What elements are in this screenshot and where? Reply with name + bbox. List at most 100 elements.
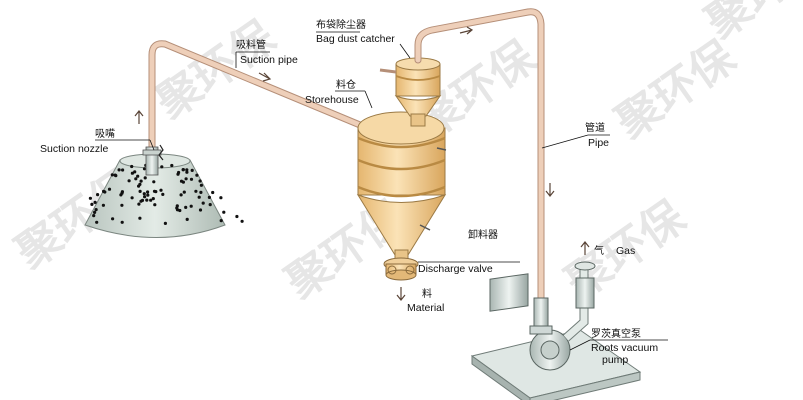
material-particle (175, 206, 179, 210)
arrow-down-icon (545, 183, 555, 197)
material-particle (185, 217, 189, 221)
bag-dust-catcher (379, 57, 442, 127)
material-particle (142, 167, 147, 171)
material-particle (184, 205, 188, 209)
arrow-down-icon (396, 287, 406, 301)
label-discharge-zh: 卸料器 (468, 228, 498, 241)
material-particle (101, 203, 105, 207)
label-bag-catcher-zh: 布袋除尘器 (316, 18, 366, 31)
material-particle (199, 183, 203, 187)
svg-text:聚环保: 聚环保 (146, 11, 285, 130)
arrow-up-icon (134, 110, 144, 124)
label-gas-en: Gas (616, 245, 635, 257)
material-particle (235, 214, 239, 219)
material-particle (177, 170, 181, 175)
material-particle (211, 190, 215, 195)
material-particle (102, 189, 106, 193)
material-particle (130, 196, 134, 200)
material-particle (143, 195, 147, 199)
label-material-en: Material (407, 302, 444, 314)
material-particle (94, 208, 98, 212)
material-particle (120, 203, 124, 207)
material-particle (179, 179, 184, 183)
material-particle (93, 200, 97, 204)
material-particle (189, 204, 193, 208)
material-particle (208, 203, 212, 207)
material-particle (120, 191, 124, 195)
label-suction-pipe-zh: 吸料管 (236, 38, 266, 51)
label-storehouse-en: Storehouse (305, 94, 359, 106)
material-particle (189, 177, 194, 181)
material-particle (163, 221, 167, 225)
material-particle (182, 190, 186, 194)
label-material-zh: 料 (422, 287, 432, 300)
material-particle (160, 165, 164, 169)
material-particle (143, 176, 147, 180)
material-particle (198, 179, 202, 183)
material-particle (190, 168, 194, 172)
material-particle (170, 163, 174, 168)
material-particle (134, 177, 138, 181)
material-particle (139, 179, 143, 183)
pipe (414, 8, 545, 309)
material-particle (130, 171, 134, 175)
material-particle (179, 193, 183, 197)
material-particle (113, 173, 117, 177)
roots-vacuum-pump (470, 261, 642, 400)
material-particle (120, 220, 124, 224)
material-particle (138, 182, 142, 186)
material-particle (130, 164, 134, 169)
material-particle (152, 180, 156, 184)
material-particle (95, 220, 99, 224)
material-particle (111, 217, 115, 221)
material-particle (117, 168, 121, 172)
material-particle (161, 192, 165, 196)
label-pipe-zh: 管道 (585, 121, 605, 134)
label-suction-nozzle-en: Suction nozzle (40, 143, 108, 155)
material-particle (198, 208, 203, 212)
label-pump-zh: 罗茨真空泵 (591, 327, 641, 340)
material-particle (138, 189, 142, 193)
material-particle (93, 210, 97, 214)
material-particle (146, 190, 150, 194)
material-particle (127, 179, 131, 183)
label-suction-nozzle-zh: 吸嘴 (95, 128, 115, 140)
material-particle (181, 168, 185, 172)
material-pile (84, 153, 244, 238)
material-particle (159, 188, 163, 192)
flow-arrows (134, 26, 590, 301)
material-particle (137, 202, 141, 206)
material-particle (219, 196, 223, 200)
suction-pipe (148, 40, 364, 156)
label-pump-en-1: Roots vacuum (591, 342, 658, 354)
material-particle (146, 193, 150, 197)
material-particle (153, 203, 157, 207)
material-particle (207, 195, 211, 199)
material-particle (139, 199, 143, 203)
material-particle (197, 195, 201, 199)
label-storehouse-zh: 料仓 (336, 78, 356, 91)
discharge-valve (383, 257, 419, 281)
material-particle (199, 190, 203, 194)
arrow-right-icon (258, 72, 272, 82)
material-particle (107, 187, 112, 191)
arrow-right-icon (459, 26, 474, 35)
labels: 吸嘴 Suction nozzle 吸料管 Suction pipe 料仓 St… (40, 18, 658, 366)
material-particle (145, 198, 149, 202)
material-particle (195, 173, 199, 177)
material-particle (142, 192, 146, 196)
material-particle (201, 201, 205, 205)
material-particle (222, 210, 226, 214)
label-gas-zh: 气 (594, 244, 604, 257)
material-particle (90, 202, 94, 206)
material-particle (92, 214, 96, 218)
storehouse (356, 111, 447, 261)
material-particle (110, 173, 114, 177)
material-particle (219, 219, 223, 223)
material-particle (185, 170, 189, 174)
label-pipe-en: Pipe (588, 137, 609, 149)
arrow-up-icon (580, 241, 590, 255)
material-particle (88, 196, 92, 200)
material-particle (151, 197, 155, 201)
